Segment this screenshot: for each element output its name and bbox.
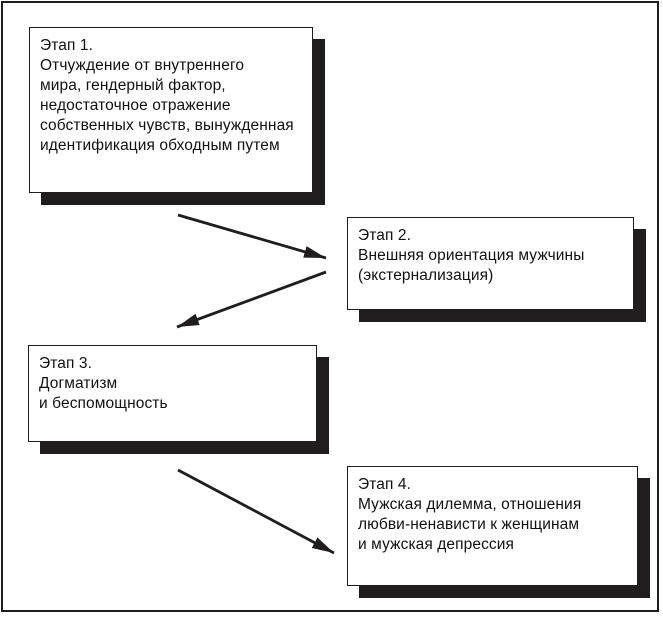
stage-4-title: Этап 4. — [358, 476, 412, 493]
figure-frame — [1, 1, 659, 612]
stage-4-body: Мужская дилемма, отношения любви-ненавис… — [358, 496, 582, 553]
stage-1-box: Этап 1. Отчуждение от внутреннего мира, … — [29, 27, 313, 193]
stage-3-body: Догматизм и беспомощность — [39, 375, 168, 412]
stage-3-title: Этап 3. — [39, 355, 93, 372]
stage-4-box: Этап 4. Мужская дилемма, отношения любви… — [347, 466, 638, 586]
stage-1-body: Отчуждение от внутреннего мира, гендерны… — [40, 57, 294, 154]
stage-1-title: Этап 1. — [40, 37, 94, 54]
stage-2-title: Этап 2. — [358, 227, 412, 244]
stage-2-body: Внешняя ориентация мужчины (экстернализа… — [358, 247, 585, 284]
stage-3-box: Этап 3. Догматизм и беспомощность — [28, 345, 317, 442]
stage-2-box: Этап 2. Внешняя ориентация мужчины (экст… — [347, 217, 634, 310]
